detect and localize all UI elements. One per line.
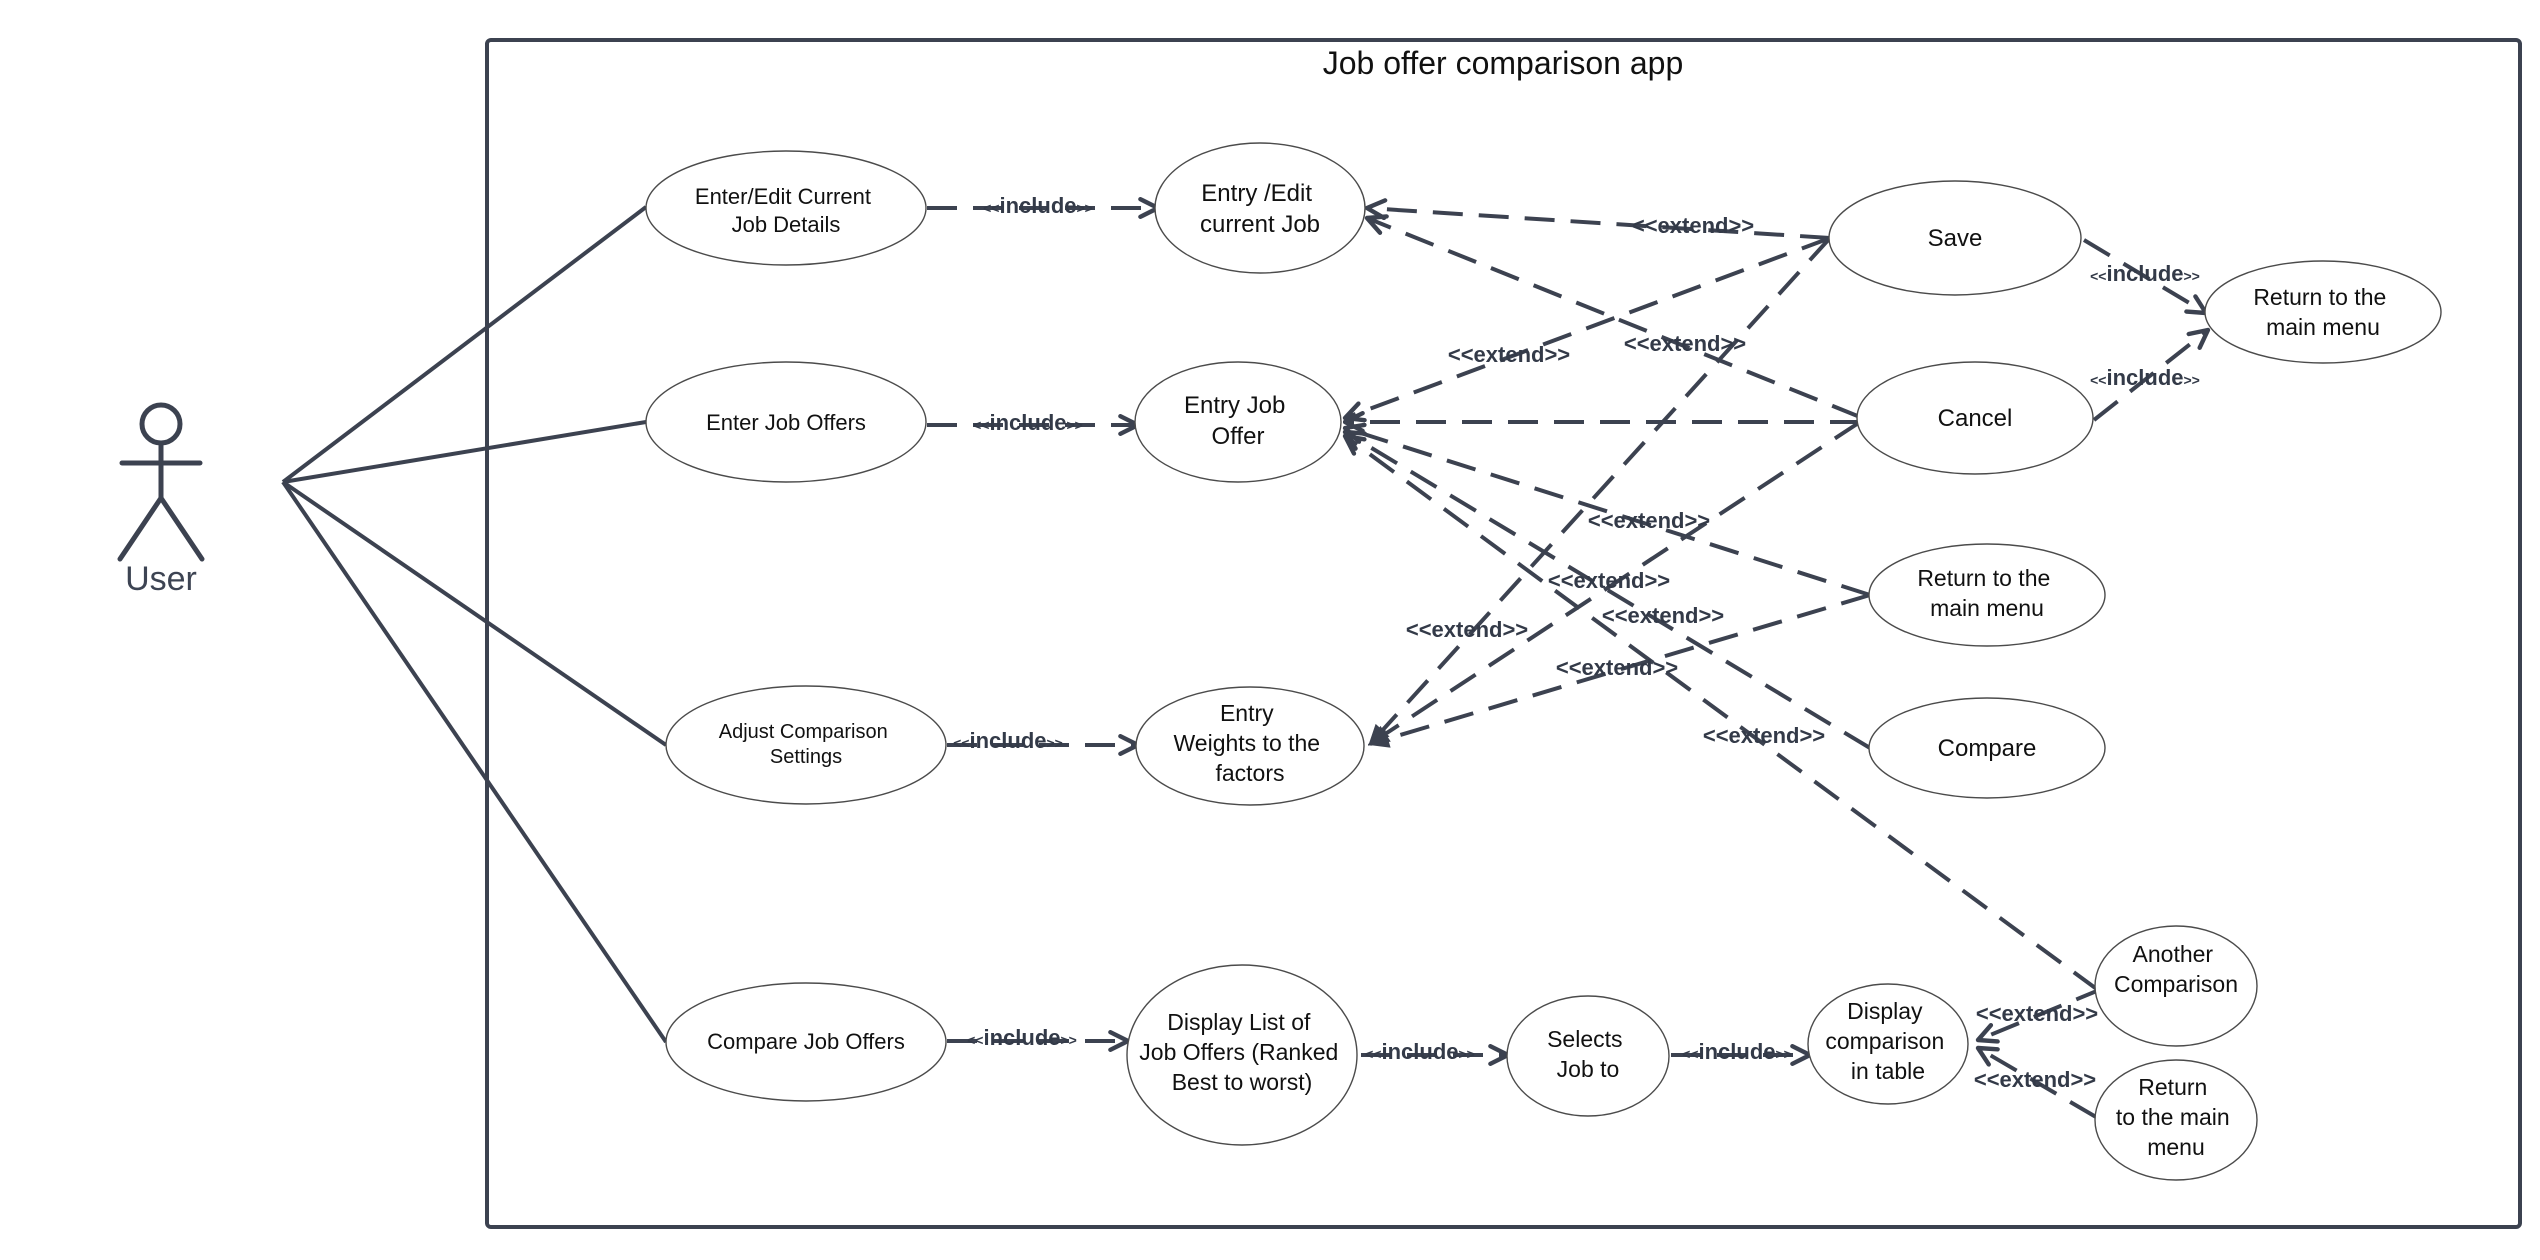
include-label: <<include>> [983,193,1093,218]
extend-label: <<extend>> [1406,617,1528,642]
label-cancel: Cancel [1938,405,2013,432]
extend-label: <<extend>> [1624,331,1746,356]
include-label: <<include>> [967,1025,1077,1050]
label-entry-job-offer: Entry Job Offer [1184,392,1292,450]
extend-label: <<extend>> [1602,603,1724,628]
extend-label: <<extend>> [1976,1001,2098,1026]
label-save: Save [1928,225,1983,252]
label-return-main-menu-1: Return to the main menu [2253,284,2392,340]
use-case-ellipses [645,142,2442,1181]
label-display-list: Display List of Job Offers (Ranked Best … [1139,1009,1344,1095]
uc-cancel[interactable] [1856,361,2094,475]
label-adjust-settings: Adjust Comparison Settings [719,721,894,768]
label-entry-edit-current-job: Entry /Edit current Job [1200,180,1320,238]
extend-label: <<extend>> [1632,213,1754,238]
uc-selects-job[interactable] [1506,995,1670,1117]
uc-entry-edit-current-job[interactable] [1154,142,1366,274]
uc-enter-job-offers[interactable] [645,361,927,483]
relationship-lines [927,197,2211,1119]
system-boundary [485,38,2522,1229]
actor-label: User [125,560,197,598]
include-label: <<include>> [1682,1039,1792,1064]
label-another-comparison: Another Comparison [2114,941,2238,997]
uc-return-main-menu-1[interactable] [2204,260,2442,364]
uc-entry-weights[interactable] [1135,686,1365,806]
user-actor: User [117,402,205,598]
use-case-labels: Enter/Edit Current Job Details Enter Job… [695,180,2392,1160]
uc-display-table[interactable] [1807,983,1969,1105]
uc-entry-job-offer[interactable] [1134,361,1342,483]
label-selects-job: Selects Job to [1547,1026,1629,1082]
label-entry-weights: Entry Weights to the factors [1174,700,1327,786]
label-return-main-menu-3: Return to the main menu [2116,1074,2236,1160]
uc-display-list[interactable] [1126,964,1358,1146]
actor-associations [281,205,668,1044]
extend-label: <<extend>> [1703,723,1825,748]
extend-label: <<extend>> [1556,655,1678,680]
system-title: Job offer comparison app [1323,45,1684,81]
include-label: <<include>> [953,728,1063,753]
uc-another-comparison[interactable] [2094,925,2258,1047]
uc-adjust-comparison-settings[interactable] [665,685,947,805]
label-enter-job-offers: Enter Job Offers [706,410,866,435]
label-compare-job-offers: Compare Job Offers [707,1029,905,1054]
extend-label: <<extend>> [1588,508,1710,533]
include-label: <<include>> [2090,365,2200,390]
include-label: <<include>> [1365,1039,1475,1064]
label-enter-edit-current: Enter/Edit Current Job Details [695,184,877,237]
extend-label: <<extend>> [1548,568,1670,593]
uc-compare[interactable] [1868,697,2106,799]
uc-return-main-menu-2[interactable] [1868,543,2106,647]
include-labels: <<include>> <<include>> <<include>> <<in… [953,193,2200,1064]
uc-compare-job-offers[interactable] [665,982,947,1102]
extend-label: <<extend>> [1974,1067,2096,1092]
uc-return-main-menu-3[interactable] [2094,1059,2258,1181]
label-compare: Compare [1938,735,2037,762]
uc-enter-edit-current-job-details[interactable] [645,150,927,266]
uc-save[interactable] [1828,180,2082,296]
include-label: <<include>> [973,410,1083,435]
label-display-table: Display comparison in table [1825,998,1950,1084]
include-label: <<include>> [2090,261,2200,286]
extend-label: <<extend>> [1448,342,1570,367]
label-return-main-menu-2: Return to the main menu [1917,565,2056,621]
extend-labels: <<extend>> <<extend>> <<extend>> <<exten… [1406,213,2098,1092]
